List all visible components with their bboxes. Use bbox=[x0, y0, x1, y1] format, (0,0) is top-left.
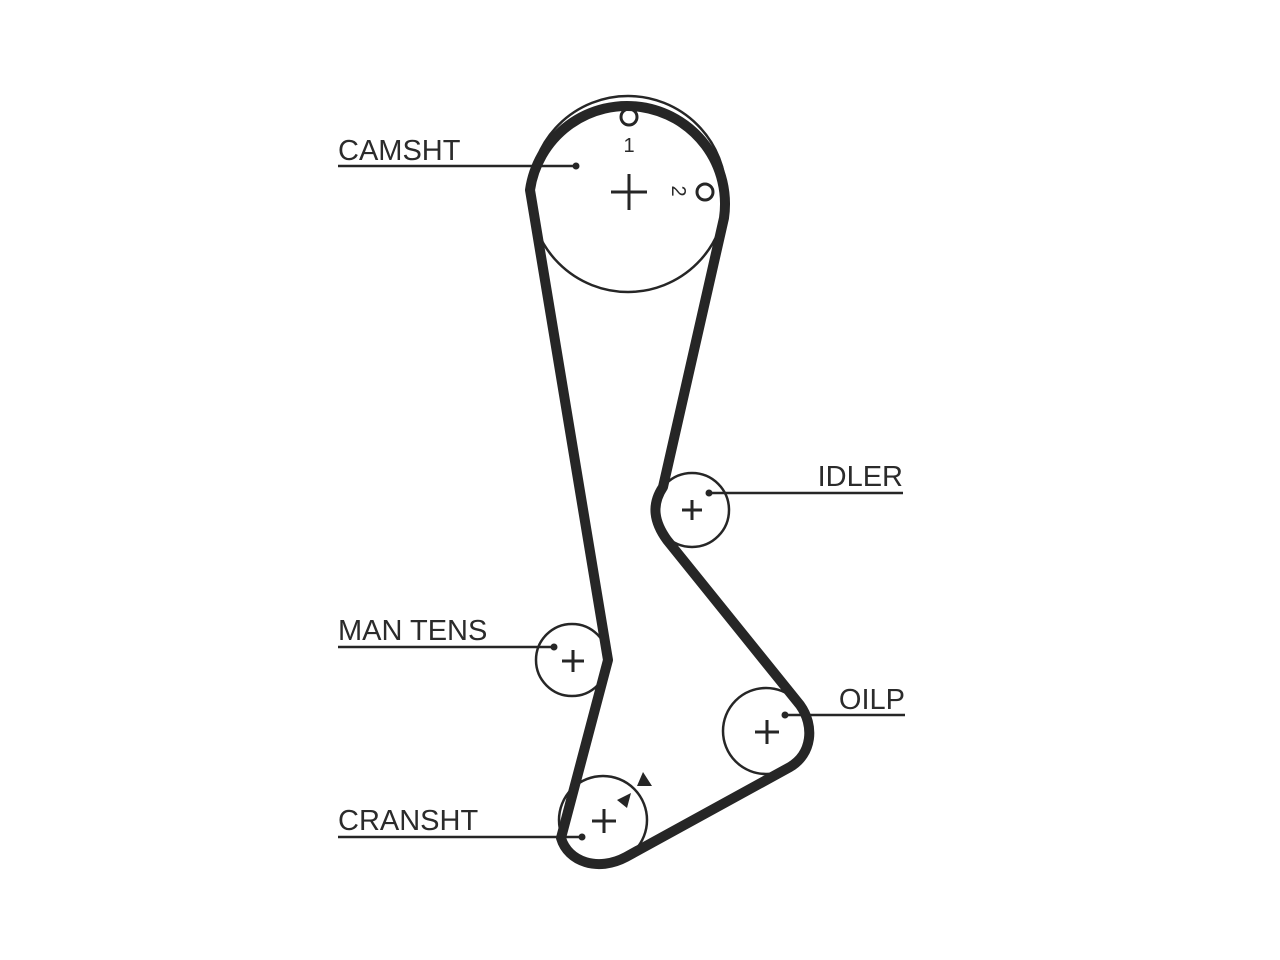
oil-pump-center-cross bbox=[755, 720, 779, 744]
camshaft-label: CAMSHT bbox=[338, 135, 461, 167]
oil-pump-label: OILP bbox=[839, 684, 905, 716]
timing-mark-1-circle bbox=[619, 107, 639, 127]
crankshaft-timing-arrow-outer bbox=[637, 772, 652, 786]
camshaft-center-cross bbox=[611, 174, 647, 210]
center-crosses bbox=[562, 174, 779, 833]
idler-label: IDLER bbox=[818, 461, 903, 493]
crankshaft-label: CRANSHT bbox=[338, 805, 478, 837]
timing-mark-2-circle bbox=[695, 182, 715, 202]
tensioner-center-cross bbox=[562, 650, 584, 672]
timing-mark-2: 2 bbox=[667, 185, 689, 196]
leader-dots bbox=[550, 162, 789, 841]
timing-mark-1: 1 bbox=[623, 135, 634, 157]
crankshaft-timing-arrow-inner bbox=[617, 793, 631, 808]
leader-lines bbox=[338, 164, 905, 839]
idler-center-cross bbox=[682, 500, 702, 520]
crankshaft-center-cross bbox=[592, 809, 616, 833]
manual-tensioner-label: MAN TENS bbox=[338, 615, 487, 647]
timing-belt bbox=[525, 101, 815, 870]
